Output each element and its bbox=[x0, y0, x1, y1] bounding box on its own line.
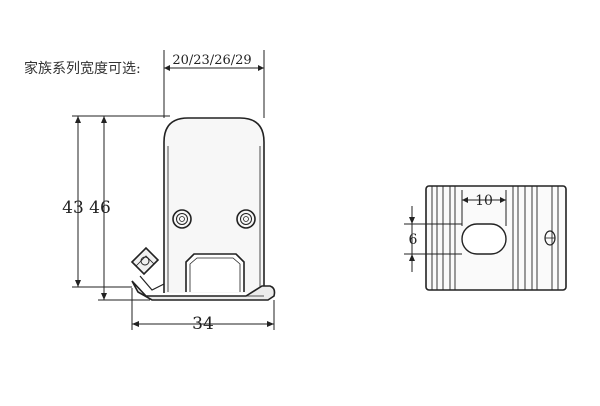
housing-body bbox=[164, 118, 264, 293]
height-dimensions bbox=[72, 116, 170, 300]
width-family-value: 20/23/26/29 bbox=[172, 53, 251, 68]
side-latch-screw-icon bbox=[132, 248, 164, 290]
slot-width-dimension bbox=[404, 206, 462, 272]
locking-lever-pocket bbox=[186, 254, 244, 292]
width-34-label: 34 bbox=[192, 314, 214, 334]
width-note-label: 家族系列宽度可选: bbox=[24, 61, 141, 77]
slot-length-dimension bbox=[462, 190, 506, 226]
height-46-label: 46 bbox=[89, 198, 111, 218]
slot-length-label: 10 bbox=[475, 193, 493, 209]
width-dimension bbox=[132, 288, 274, 330]
mounting-slot bbox=[462, 224, 506, 254]
bottom-view bbox=[426, 186, 566, 290]
slot-width-label: 6 bbox=[409, 232, 418, 248]
mounting-screw-right-icon bbox=[237, 210, 255, 228]
height-43-label: 43 bbox=[62, 198, 84, 218]
side-view bbox=[132, 118, 275, 300]
width-family-dimension bbox=[164, 50, 264, 118]
mounting-screw-left-icon bbox=[173, 210, 191, 228]
